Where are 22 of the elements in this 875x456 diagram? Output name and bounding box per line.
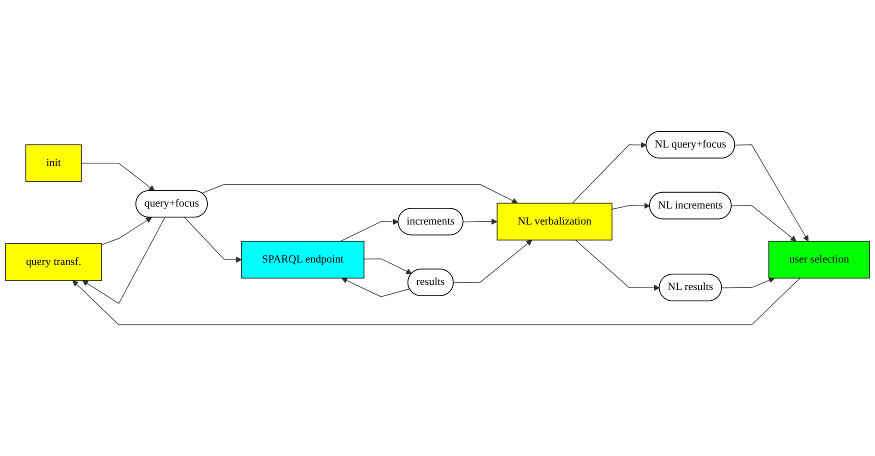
arrow	[81, 162, 155, 192]
arrow	[575, 240, 660, 291]
arrow	[731, 205, 796, 242]
arrow	[572, 142, 647, 204]
arrow	[612, 202, 650, 210]
node-box: SPARQL endpoint	[241, 240, 364, 278]
arrow	[453, 240, 532, 283]
arrow	[202, 184, 518, 204]
node-box: query transf.	[5, 243, 102, 281]
arrow	[101, 217, 152, 245]
node-box: init	[25, 144, 82, 182]
arrow	[184, 217, 242, 263]
arrow	[462, 218, 498, 225]
arrow	[340, 218, 399, 242]
arrow	[364, 258, 412, 274]
arrow	[722, 277, 775, 288]
arrow	[82, 217, 166, 304]
arrow	[72, 278, 800, 325]
node-box: NL verbalization	[496, 202, 612, 240]
arrow	[734, 144, 809, 242]
arrow	[341, 278, 410, 297]
node-box: user selection	[768, 240, 870, 278]
